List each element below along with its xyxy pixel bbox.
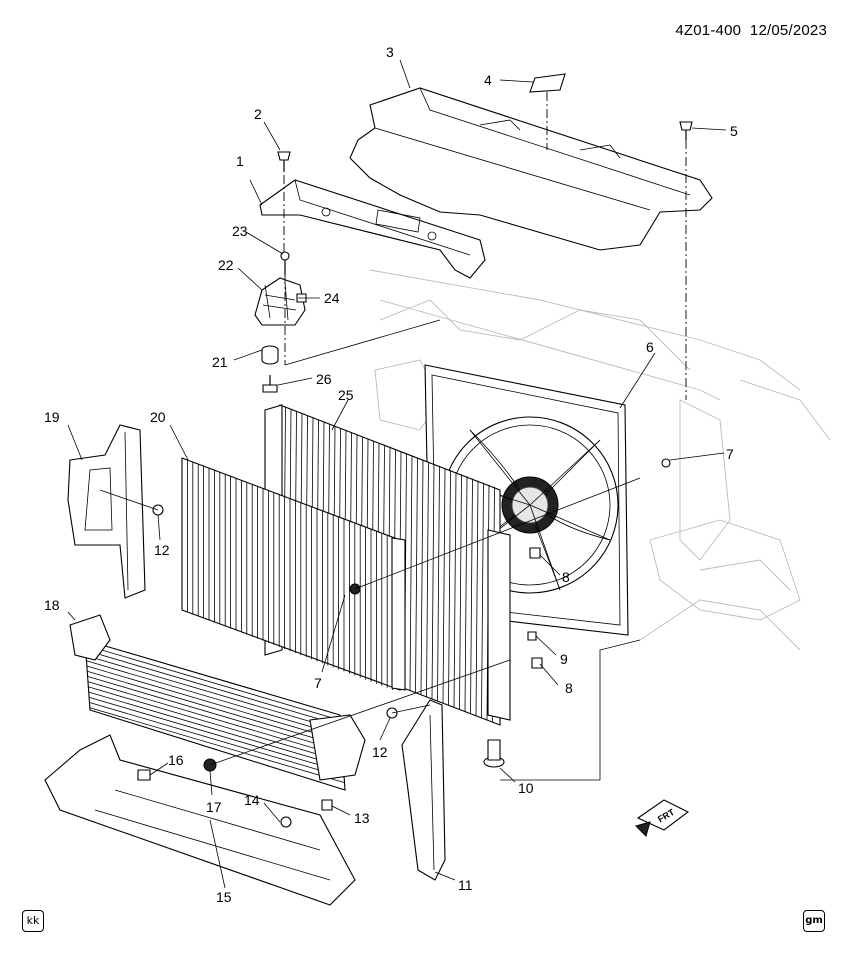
front-direction-indicator: FRT [635, 799, 690, 837]
cooler-tube [87, 681, 343, 757]
radiator-fin [437, 465, 440, 701]
callout-26: 26 [316, 371, 332, 387]
radiator-fin [453, 472, 457, 708]
part-4-pad [529, 73, 566, 93]
part-11-deflector [401, 699, 446, 881]
leader-stack [283, 175, 286, 365]
part-18-charge-air-cooler [69, 614, 366, 791]
radiator-fin [415, 457, 418, 693]
part-20-condenser [181, 457, 406, 691]
callout-15: 15 [216, 889, 232, 905]
leader-lines [67, 59, 727, 889]
callout-2: 2 [254, 106, 262, 122]
callout-8-upper: 8 [562, 569, 570, 585]
part-26-insulator [262, 375, 278, 393]
callout-4: 4 [484, 72, 492, 88]
part-8-clip-upper [529, 547, 541, 559]
callout-20: 20 [150, 409, 166, 425]
part-10-lower-insulator [483, 739, 505, 768]
cooler-tube [86, 665, 342, 742]
callout-8-lower: 8 [565, 680, 573, 696]
callout-22: 22 [218, 257, 234, 273]
diagram-code: 4Z01-400 [675, 22, 742, 39]
part-15-lower-deflector [44, 734, 356, 906]
callout-25: 25 [338, 387, 354, 403]
cooler-tube [85, 650, 341, 726]
part-2-pushpin [277, 151, 291, 172]
part-7-bolt-upper [661, 458, 671, 468]
cooler-tube [86, 660, 342, 737]
callout-labels: 1 2 3 4 5 6 7 7 8 8 9 10 11 12 12 13 14 … [44, 44, 738, 905]
radiator-fin [409, 455, 413, 691]
callout-24: 24 [324, 290, 340, 306]
callout-3: 3 [386, 44, 394, 60]
gm-logo-badge: gm [803, 910, 825, 932]
callout-11: 11 [458, 877, 473, 893]
radiator-fin [426, 461, 429, 697]
cooler-tube [88, 691, 344, 768]
cooler-tube [89, 702, 345, 778]
callout-21: 21 [212, 354, 228, 370]
callout-19: 19 [44, 409, 60, 425]
part-1-bracket [259, 179, 486, 279]
callout-5: 5 [730, 123, 738, 139]
part-19-deflector [67, 424, 146, 599]
part-9-clip [527, 631, 537, 641]
callout-12-left: 12 [154, 542, 170, 558]
part-8-clip-lower [531, 657, 543, 669]
callout-14: 14 [244, 792, 260, 808]
kk-badge: kk [22, 910, 44, 932]
callout-1: 1 [236, 153, 244, 169]
radiator-fin [442, 467, 446, 704]
part-16-fastener [137, 769, 151, 781]
front-arrow-icon [635, 821, 651, 837]
vehicle-structure-outline [369, 269, 831, 651]
callout-10: 10 [518, 780, 534, 796]
part-5-pushpin [679, 121, 693, 140]
assembly-lines [99, 140, 687, 781]
callout-7-upper: 7 [726, 446, 734, 462]
callout-18: 18 [44, 597, 60, 613]
callout-7-lower: 7 [314, 675, 322, 691]
radiator-fin [431, 463, 435, 699]
part-13-clip [321, 799, 333, 811]
cooler-tube [88, 696, 344, 773]
diagram-header: 4Z01-400 12/05/2023 [675, 22, 827, 39]
radiator-fin [448, 470, 451, 706]
callout-13: 13 [354, 810, 370, 826]
leader-21-line [284, 319, 441, 366]
callout-23: 23 [232, 223, 248, 239]
callout-17: 17 [206, 799, 222, 815]
cooler-tube [85, 644, 341, 721]
diagram-date: 12/05/2023 [749, 22, 827, 39]
cooler-tube [88, 686, 344, 763]
callout-16: 16 [168, 752, 184, 768]
part-23-bolt [280, 251, 290, 275]
radiator-fin [459, 474, 462, 710]
radiator-fin [481, 482, 484, 718]
radiator-fin [464, 476, 468, 712]
cooler-tube [87, 676, 343, 752]
callout-6: 6 [646, 339, 654, 355]
part-21-grommet [261, 345, 279, 365]
cooler-tube [89, 707, 345, 783]
callout-9: 9 [560, 651, 568, 667]
radiator-fin [475, 480, 479, 716]
part-3-upper-baffle [349, 87, 713, 251]
callout-12-right: 12 [372, 744, 388, 760]
part-14-fastener [280, 816, 292, 828]
radiator-fin [470, 478, 473, 714]
cooler-tube [85, 655, 342, 731]
radiator-fin [420, 459, 424, 695]
